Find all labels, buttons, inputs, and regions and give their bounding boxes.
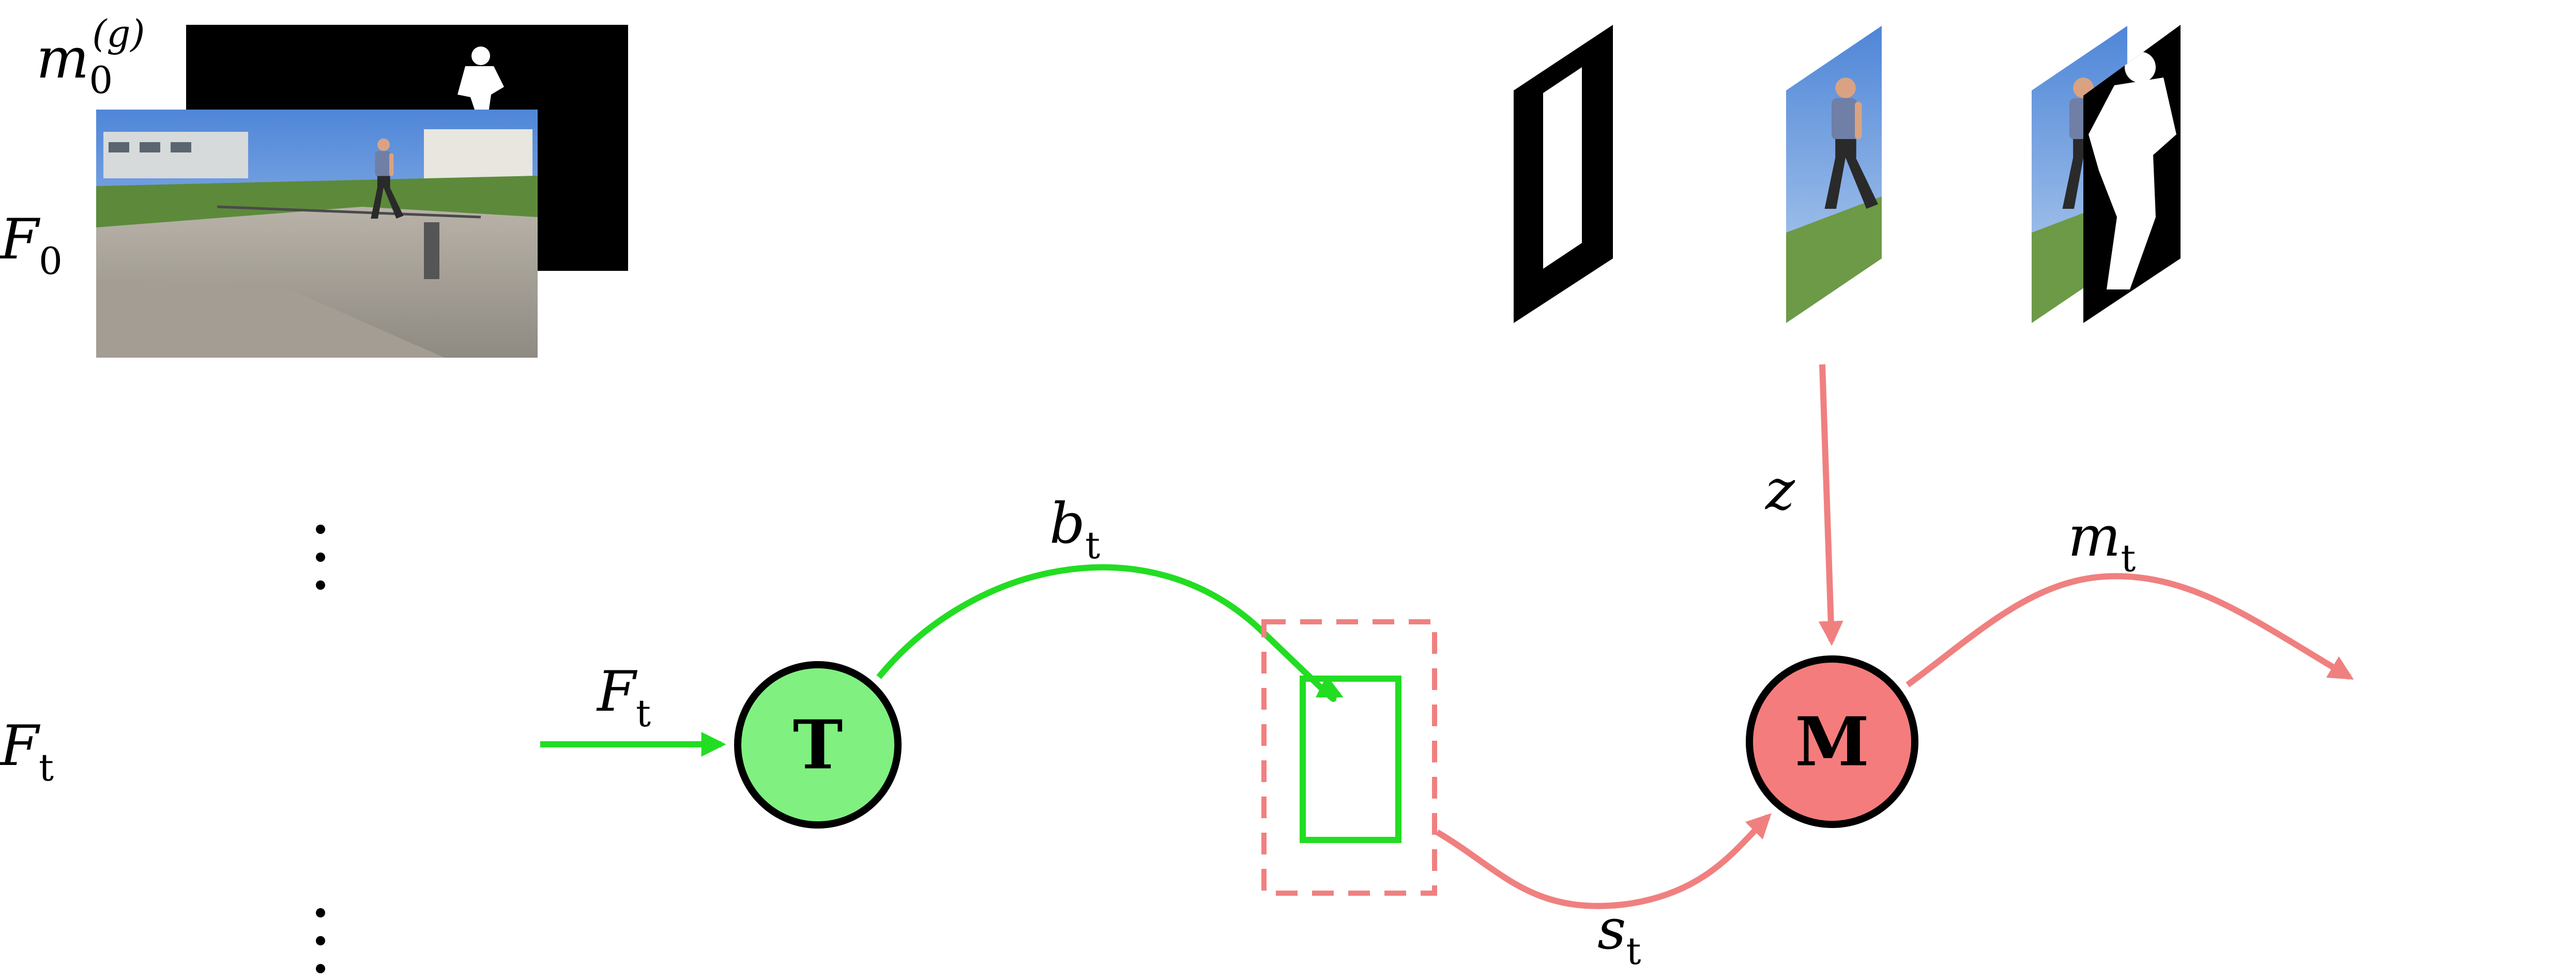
- z-label: z: [1764, 458, 1795, 523]
- segmenter-node: M: [1746, 655, 1918, 828]
- ft-label: Ft: [0, 714, 54, 789]
- edge-box-to-segmenter: [1435, 813, 1772, 909]
- edge-ft-label: Ft: [596, 660, 651, 735]
- first-frame-image: [96, 110, 538, 358]
- m0-label: m0(g): [36, 12, 145, 102]
- template-box-shape: [1514, 25, 1613, 323]
- template-crop-image: [1786, 26, 1882, 323]
- search-region-box: [1261, 619, 1437, 896]
- tracker-node-label: T: [793, 706, 843, 785]
- current-frame-image: [96, 620, 536, 868]
- f0-label: F0: [0, 207, 63, 283]
- template-crop-mask-pair: [2032, 25, 2181, 323]
- tracked-frame-image: [1090, 619, 1529, 867]
- tracking-box: [1300, 676, 1401, 843]
- ellipsis-top: [316, 525, 325, 590]
- edge-tracker-to-box: [876, 564, 1344, 702]
- output-mask-frame: [2135, 616, 2574, 864]
- tracker-node: T: [734, 661, 902, 829]
- edge-template-to-segmenter: [1818, 364, 1843, 646]
- edge-segmenter-to-output: [1906, 573, 2354, 687]
- segmenter-node-label: M: [1795, 702, 1869, 782]
- mt-label: mt: [2068, 504, 2136, 580]
- st-label: st: [1597, 897, 1641, 973]
- ellipsis-bottom: [316, 908, 325, 973]
- bt-label: bt: [1049, 492, 1100, 567]
